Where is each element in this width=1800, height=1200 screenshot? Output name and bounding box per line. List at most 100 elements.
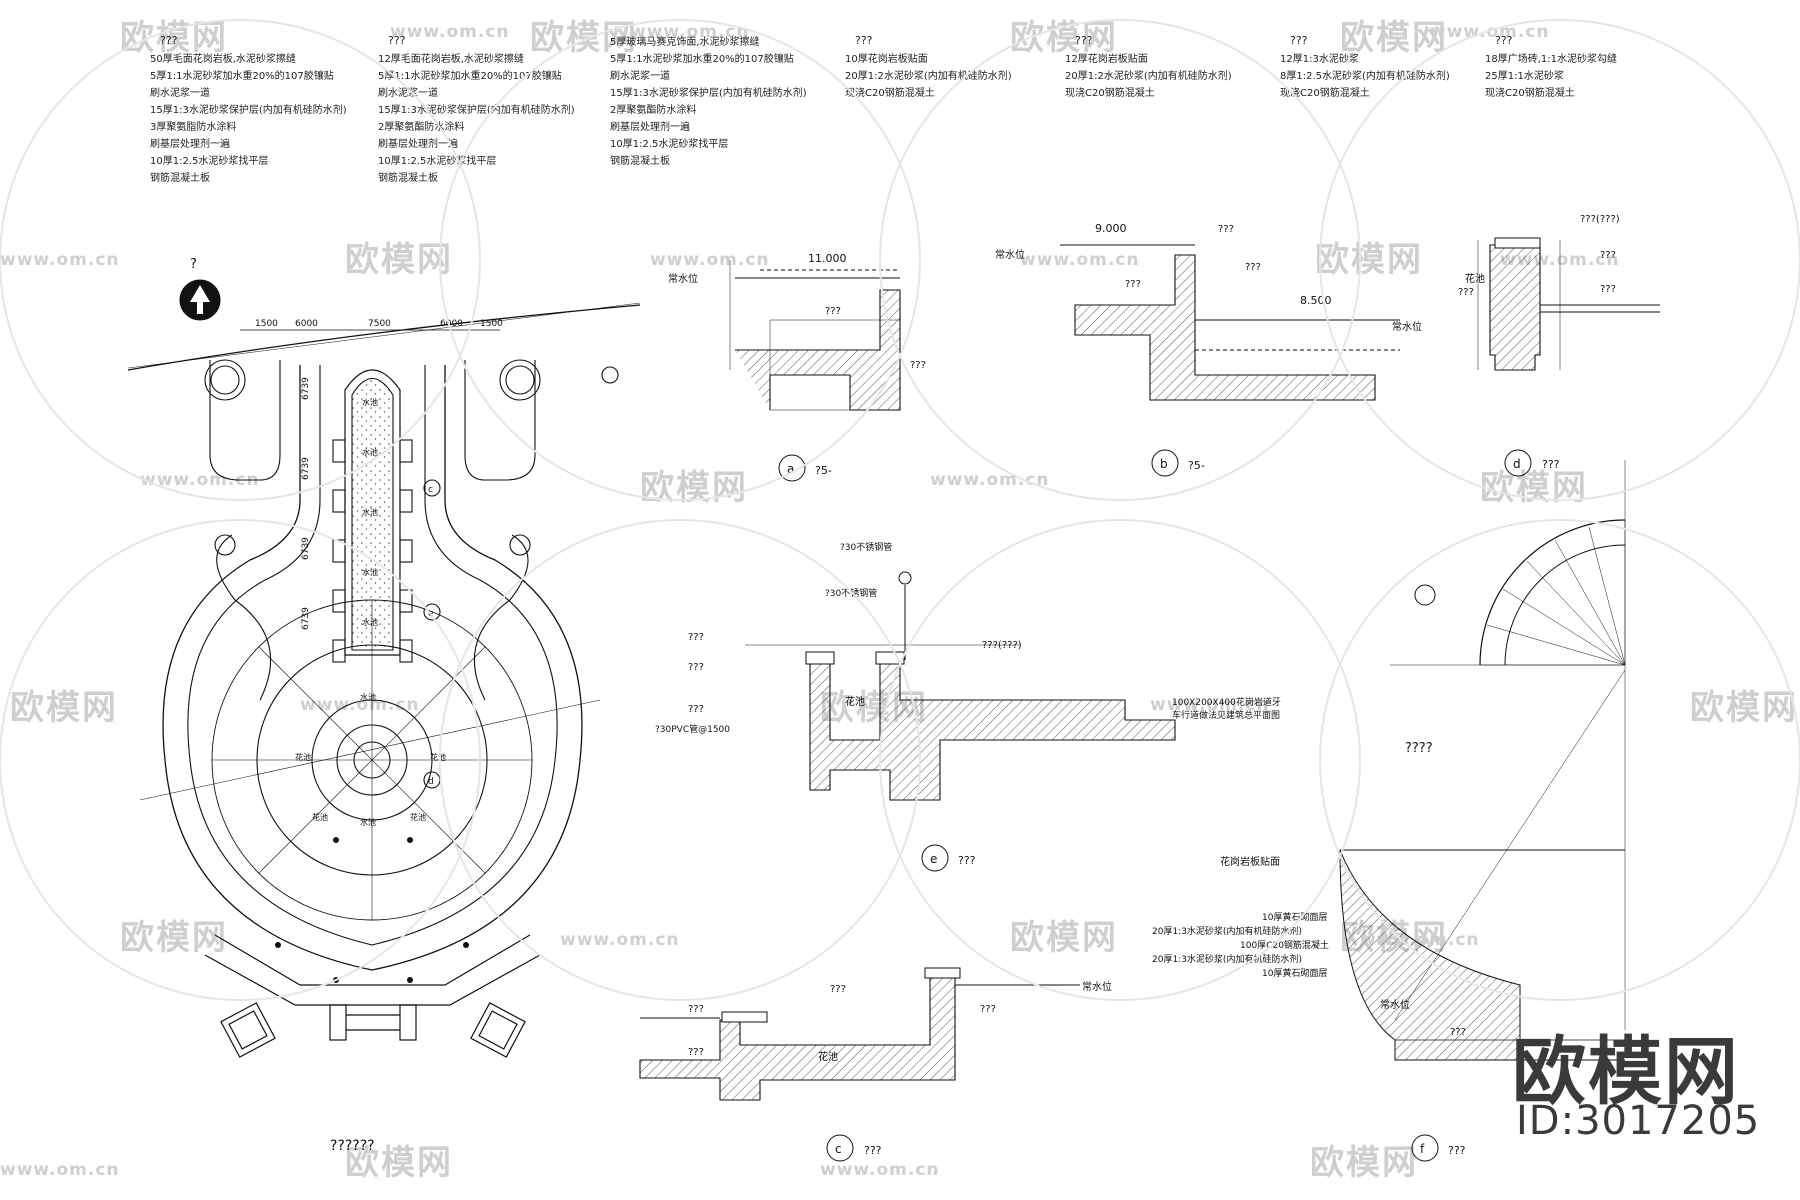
section-d-note-2: ??? [1600, 250, 1616, 261]
material-note-line: 10厚花岗岩板贴面 [845, 54, 928, 65]
section-d-mark: d [1513, 457, 1521, 471]
material-note-line: 2厚聚氨酯防水涂料 [378, 122, 465, 133]
material-note-line: 现浇C20钢筋混凝土 [1065, 88, 1155, 99]
section-f-center: ???? [1405, 741, 1433, 756]
section-d-note-3: ??? [1600, 284, 1616, 295]
section-c-note-4: ??? [980, 1004, 996, 1015]
material-note-line: 10厚1:2.5水泥砂浆找平层 [150, 156, 269, 167]
section-c-water-level: 常水位 [1082, 980, 1112, 993]
section-d: 花池 ???(???) ??? ??? ??? d ??? [1458, 214, 1660, 477]
material-note-line: 3厚聚氨脂防水涂料 [150, 122, 237, 133]
dim-side-4: 6739 [301, 607, 311, 630]
north-mark: ? [190, 257, 197, 272]
section-f-layer-2: 20厚1:3水泥砂浆(内加有机硅防水剂) [1152, 925, 1302, 937]
material-note-line: 钢筋混凝土板 [150, 173, 210, 184]
material-note-line: 25厚1:1水泥砂浆 [1485, 71, 1564, 82]
material-note-line: 50厚毛面花岗岩板,水泥砂浆擦缝 [150, 54, 296, 65]
section-b-caption: ?5- [1188, 459, 1205, 472]
dim-side-1: 6739 [301, 377, 311, 400]
water-label-2: 水池 [362, 447, 378, 457]
material-note-line: 12厚毛面花岗岩板,水泥砂浆擦缝 [378, 54, 524, 65]
material-note-heading: ??? [855, 34, 873, 47]
material-note-line: 20厚1:2水泥砂浆(内加有机硅防水剂) [1065, 71, 1232, 82]
plan-mark-c: c [428, 485, 433, 495]
material-note-line: 12厚1:3水泥砂浆 [1280, 54, 1359, 65]
water-label-ring-n: 水池 [360, 692, 376, 702]
section-c-note-2: ??? [688, 1047, 704, 1058]
section-e-planter: 花池 [845, 695, 865, 708]
planter-label-e: 花池 [430, 752, 446, 762]
planter-label-sw: 花池 [312, 812, 328, 822]
plan-top-dims: 1500 6000 7500 6000 1500 [255, 319, 503, 329]
material-note-heading: ??? [388, 34, 406, 47]
section-b-level-low: 8.500 [1300, 294, 1332, 307]
dim-top-3: 7500 [368, 319, 391, 329]
material-note-line: 15厚1:3水泥砂浆保护层(内加有机硅防水剂) [378, 105, 575, 116]
material-note-line: 12厚花岗岩板贴面 [1065, 54, 1148, 65]
section-d-caption: ??? [1542, 458, 1560, 471]
material-note-line: 10厚1:2.5水泥砂浆找平层 [378, 156, 497, 167]
water-label-1: 水池 [362, 397, 378, 407]
plan-mark-d: d [428, 777, 434, 787]
material-note-line: 刷基层处理剂一遍 [378, 139, 458, 150]
dim-top-1: 1500 [255, 319, 278, 329]
section-b-water-level: 常水位 [995, 248, 1025, 261]
material-note-line: 刷基层处理剂一遍 [150, 139, 230, 150]
material-note-heading: ??? [1075, 34, 1093, 47]
section-c-note-1: ??? [688, 1004, 704, 1015]
material-note-1: ??? 50厚毛面花岗岩板,水泥砂浆擦缝 5厚1:1水泥砂浆加水重20%的107胶镶… [150, 32, 347, 187]
material-note-line: 8厚1:2.5水泥砂浆(内加有机硅防水剂) [1280, 71, 1450, 82]
material-note-line: 2厚聚氨酯防水涂料 [610, 105, 697, 116]
section-f-note: ??? [1450, 1027, 1466, 1038]
section-e-note-4: ??? [688, 662, 704, 673]
section-e-note-2: ???(???) [982, 640, 1022, 651]
watermark-rings [0, 19, 1800, 1001]
material-note-line: 15厚1:3水泥砂浆保护层(内加有机硅防水剂) [610, 88, 807, 99]
section-f-edge: 花岗岩板贴面 [1220, 855, 1280, 868]
section-d-planter: 花池 [1465, 272, 1485, 285]
section-b-water-level-2: 常水位 [1392, 320, 1422, 333]
material-note-line: 刷基层处理剂一遍 [610, 122, 690, 133]
material-note-line: 钢筋混凝土板 [610, 156, 670, 167]
section-c-mark: c [835, 1142, 842, 1156]
section-f-caption: ??? [1448, 1144, 1466, 1157]
section-b-note-2: ??? [1218, 224, 1234, 235]
site-plan: ? 1500 6000 7500 6000 1500 [127, 257, 641, 1154]
planter-label-se: 花池 [410, 812, 426, 822]
section-b: 9.000 8.500 常水位 常水位 ??? ??? ??? b ?5- [995, 222, 1422, 477]
material-note-line: 现浇C20钢筋混凝土 [845, 88, 935, 99]
material-note-line: 刷水泥浆一道 [378, 88, 438, 99]
section-c-note-3: ??? [830, 984, 846, 995]
section-a-note-2: ??? [910, 360, 926, 371]
dim-top-4: 6000 [440, 319, 463, 329]
section-e-note-3: ??? [688, 632, 704, 643]
water-label-ring-s: 水池 [360, 817, 376, 827]
section-e-pvc: ?30PVC管@1500 [655, 723, 730, 735]
material-note-line: 现浇C20钢筋混凝土 [1280, 88, 1370, 99]
plan-caption: ?????? [330, 1138, 375, 1154]
section-b-note-3: ??? [1245, 262, 1261, 273]
section-a: 11.000 常水位 ??? ??? a ?5- [668, 252, 926, 482]
section-f-layer-4: 20厚1:3水泥砂浆(内加有机硅防水剂) [1152, 953, 1302, 965]
section-a-caption: ?5- [815, 464, 832, 477]
material-note-line: 5厚1:1水泥砂浆加水重20%的107胶镶贴 [150, 71, 334, 82]
section-e-note-5: ??? [688, 704, 704, 715]
section-c-planter: 花池 [818, 1050, 838, 1063]
material-note-line: 20厚1:2水泥砂浆(内加有机硅防水剂) [845, 71, 1012, 82]
material-note-line: 刷水泥浆一道 [150, 88, 210, 99]
north-arrow: ? [179, 257, 221, 321]
material-note-line: 刷水泥浆一道 [610, 71, 670, 82]
material-note-heading: ??? [160, 34, 178, 47]
material-note-line: 钢筋混凝土板 [378, 173, 438, 184]
section-a-note-1: ??? [825, 306, 841, 317]
section-a-water-level: 常水位 [668, 272, 698, 285]
material-note-line: 18厚广场砖,1:1水泥砂浆勾缝 [1485, 54, 1617, 65]
section-e-note: 车行道做法见建筑总平面图 [1172, 709, 1280, 721]
planter-label-w: 花池 [295, 752, 311, 762]
section-f-water-level: 常水位 [1380, 998, 1410, 1011]
brand-id: ID:3017205 [1516, 1098, 1761, 1144]
